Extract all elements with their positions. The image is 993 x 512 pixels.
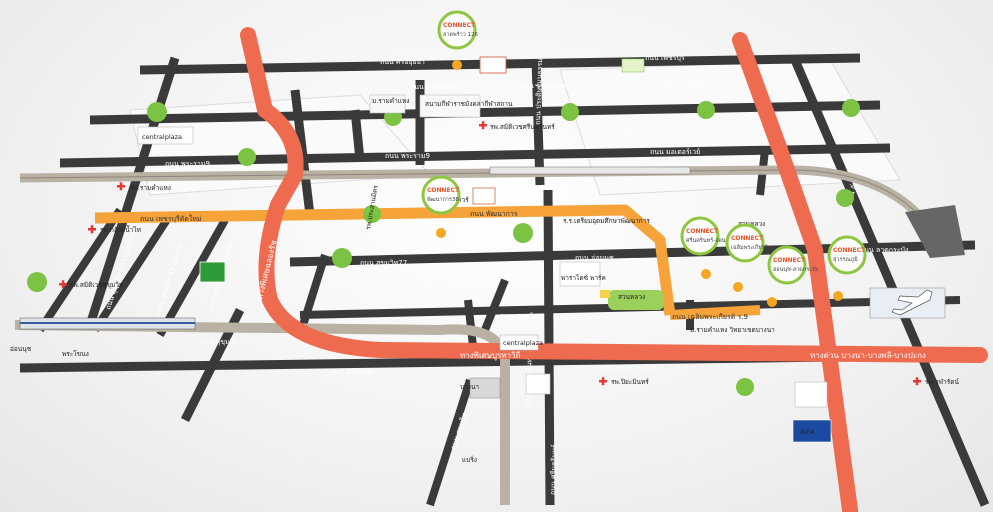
landmarks: centralplaza สนามกีฬาราชมังคลากีฬาสถาน ม…	[137, 56, 946, 443]
landmark-ramkhamhaeng-univ: ม.รามคำแหง	[372, 97, 409, 105]
road-label-motorway: ถนน มอเตอร์เวย์	[650, 148, 700, 156]
road-label-ramkhamhaeng-2: ถนน รามคำแหง	[520, 82, 570, 90]
road-label-chalerm: ถนน เฉลิมพระเกียรติ ร.9	[672, 313, 748, 321]
pin-label: ลาดพร้าว 126	[443, 31, 479, 38]
connect-pin-srinakarin-on-nut[interactable]: CONNECT ศรีนครินทร์-อ่อนนุช	[680, 216, 733, 279]
station-label-right: สวนหลวง	[738, 220, 765, 228]
road-label-srinakarin: ถนน ศรีนครินทร์	[549, 444, 559, 495]
connect-pin-chalerm[interactable]: CONNECT เฉลิมพระเกียรติ	[725, 223, 769, 292]
landmark-centralplaza-bangna: centralplaza	[503, 339, 543, 347]
connect-pin-phatthanakan38[interactable]: CONNECT พัฒนาการ38	[421, 175, 461, 238]
orange-road: ถนน เพชรบุรีตัดใหม่ ถนน พัฒนาการ ถนน เฉล…	[94, 204, 761, 321]
landmark-school: ร.ร.เตรียมอุดมศึกษาพัฒนาการ	[563, 217, 650, 225]
road-label-kingkaew: ถนน กิ่งแก้ว	[425, 126, 461, 135]
pin-label: อ่อนนุช-ลาดกระบัง	[773, 266, 819, 273]
expressways: ทางพิเศษบูรพาวิถี ทางด่วน บางนา-บางพลี-บ…	[240, 27, 988, 512]
connect-pin-lat-phrao[interactable]: CONNECT ลาดพร้าว 126	[437, 10, 479, 70]
road-label-sukhumvit: ถนน สุขุมวิท	[500, 312, 539, 320]
road-label-rama9-2: ถนน พระราม9	[385, 152, 430, 160]
station-bangna: บางนา	[460, 383, 479, 391]
pin-brand: CONNECT	[773, 257, 806, 264]
road-label-rama9: ถนน พระราม9	[165, 160, 210, 168]
pin-brand: CONNECT	[731, 235, 764, 242]
landmark-centralplaza: centralplaza	[142, 133, 182, 141]
pin-brand: CONNECT	[427, 187, 460, 194]
pin-brand: CONNECT	[833, 247, 866, 254]
pin-label: พัฒนาการ38	[427, 196, 459, 203]
hospital-ramkhamhaeng: รพ.รามคำแหง	[130, 184, 171, 192]
road-label-ramkhamhaeng: ถนน รามคำแหง	[410, 83, 460, 91]
road-label-lat-krabang: ถนน ลาดกระบัง	[860, 246, 908, 254]
landmark-kmitl: ม.รามคำแหง วิทยาเขตบางนา	[690, 326, 775, 334]
trees	[27, 99, 860, 396]
road-label-sukhumvit77: ถนน สุขุมวิท77	[360, 259, 407, 267]
stations: บางนา แบริ่ง อ่อนนุช พระโขนง สวนหลวง	[10, 220, 765, 464]
hospital-samitivej-srinakarin: รพ.สมิติเวชศรีนครินทร์	[490, 123, 555, 131]
airplane-icon	[891, 289, 933, 316]
road-label-phetchaburi-new: ถนน เพชรบุรีตัดใหม่	[140, 214, 202, 223]
pin-label: สุวรรณภูมิ	[833, 256, 858, 263]
road-label-bangna-trad: ถนน บางนา-ตราด	[600, 364, 656, 372]
road-label-sukhumvit-lower: ถนน สุขุมวิท	[200, 338, 239, 346]
road-label-burapha-withi: ทางพิเศษบูรพาวิถี	[460, 351, 521, 361]
road-label-on-nut: ถนน อ่อนนุช	[575, 254, 614, 262]
road-label-phetchaburi: ถนน เพชรบุรี	[645, 54, 685, 62]
landmark-rajamangala: สนามกีฬาราชมังคลากีฬาสถาน	[425, 100, 513, 108]
hospital-chularat: รพ.จุฬารัตน์	[925, 378, 959, 386]
pin-label: เฉลิมพระเกียรติ	[731, 244, 769, 251]
landmark-suan-luang: สวนหลวง	[618, 293, 645, 301]
landmark-ikea: IKEA	[800, 428, 815, 436]
road-label-sri-ayutthaya: ถนน ศรีอยุธยา	[380, 58, 425, 66]
station-on-nut: อ่อนนุช	[10, 345, 32, 353]
pin-label: ศรีนครินทร์-อ่อนนุช	[686, 237, 733, 244]
connect-pin-suvarnabhumi[interactable]: CONNECT สุวรรณภูมิ	[827, 235, 867, 301]
connect-pin-on-nut-lat-krabang[interactable]: CONNECT อ่อนนุช-ลาดกระบัง	[767, 245, 819, 307]
road-label-pradit: ถนน ประดิษฐ์มนูธรรม	[534, 58, 544, 125]
connect-pins: CONNECT ลาดพร้าว 126 CONNECT พัฒนาการ38 …	[421, 10, 867, 307]
hospital-samitivej-sukhumvit: รพ.สมิติเวชสุขุมวิท	[70, 281, 123, 289]
road-label-sanphawut: ถนน สรรพาวุธ	[330, 368, 375, 376]
road-label-phatthanakan: ถนน พัฒนาการ	[470, 210, 518, 218]
road-label-ramkhamhaeng-3: ถนน รามคำแหง	[660, 81, 710, 89]
pin-brand: CONNECT	[686, 228, 719, 235]
station-phra-khanong: พระโขนง	[62, 350, 89, 358]
pin-brand: CONNECT	[443, 22, 476, 29]
hospital-piyamin: รพ.ปิยะมินทร์	[611, 378, 649, 386]
landmark-paradise-park: พาราไดซ์ พาร์ค	[561, 274, 606, 282]
road-label-kingkaew-2: ถนน กิ่งแก้ว	[620, 125, 656, 134]
station-bearing: แบริ่ง	[462, 455, 477, 464]
hospital-kluaynamthai: รพ.กล้วยน้ำไท	[100, 225, 141, 234]
road-label-bangna-expressway: ทางด่วน บางนา-บางพลี-บางปะกง	[810, 351, 926, 360]
